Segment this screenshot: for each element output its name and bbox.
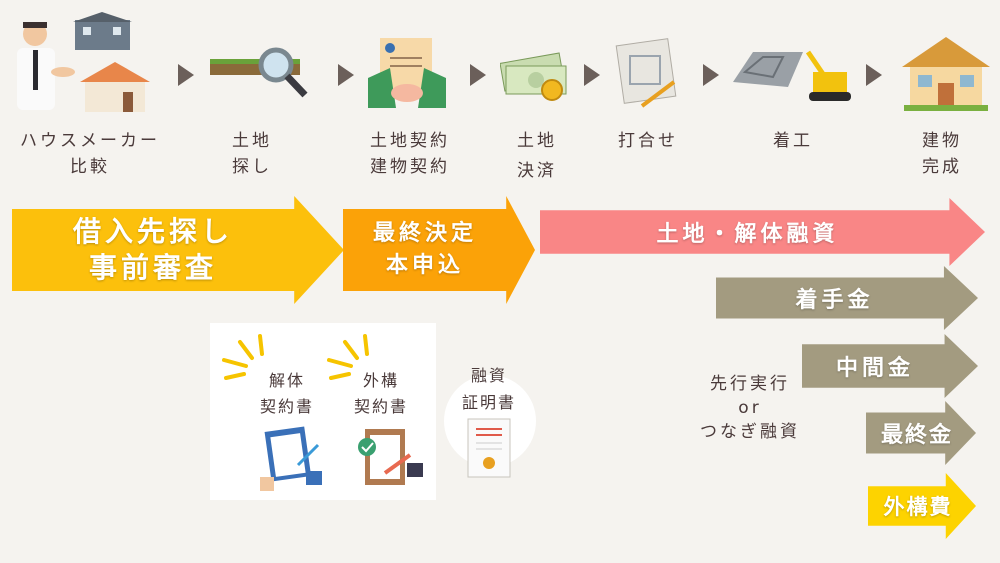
excavator-icon	[733, 50, 851, 101]
step-label: 建物完成	[922, 131, 962, 177]
magnifier-land-icon	[210, 47, 308, 98]
blueprint-icon	[615, 38, 677, 108]
clipboard-check-icon	[358, 429, 423, 485]
chevron-right-icon	[178, 64, 194, 86]
loan-certificate-label: 融資証明書	[461, 366, 517, 412]
down-payment-arrow: 着手金	[716, 266, 978, 330]
pre-review-arrow: 借入先探し事前審査	[12, 196, 344, 304]
interim-payment-arrow: 中間金	[802, 334, 978, 398]
sparkle-icon	[222, 334, 264, 380]
chevron-right-icon	[338, 64, 354, 86]
chevron-right-icon	[703, 64, 719, 86]
step-label: 着工	[773, 131, 813, 151]
man-with-houses-icon	[17, 12, 150, 112]
step-label: ハウスメーカー比較	[20, 131, 160, 177]
step-label: 土地契約建物契約	[370, 131, 450, 177]
money-icon	[500, 52, 567, 101]
chevron-right-icon	[470, 64, 486, 86]
step-label: 打合せ	[618, 131, 678, 151]
demolition-contract-label: 解体契約書	[259, 371, 315, 416]
exterior-cost-arrow: 外構費	[868, 473, 976, 539]
step-label: 土地決済	[517, 131, 557, 181]
step-label: 土地探し	[232, 131, 272, 177]
certificate-icon	[467, 418, 511, 478]
final-application-arrow: 最終決定本申込	[343, 196, 535, 304]
chevron-right-icon	[584, 64, 600, 86]
sparkle-icon	[327, 334, 369, 380]
land-loan-arrow: 土地・解体融資	[540, 198, 985, 266]
final-payment-arrow: 最終金	[866, 401, 976, 465]
chevron-right-icon	[866, 64, 882, 86]
exterior-contract-label: 外構契約書	[353, 371, 409, 416]
clipboard-signing-icon	[260, 426, 322, 491]
contract-handshake-icon	[368, 38, 446, 108]
house-icon	[902, 37, 990, 111]
